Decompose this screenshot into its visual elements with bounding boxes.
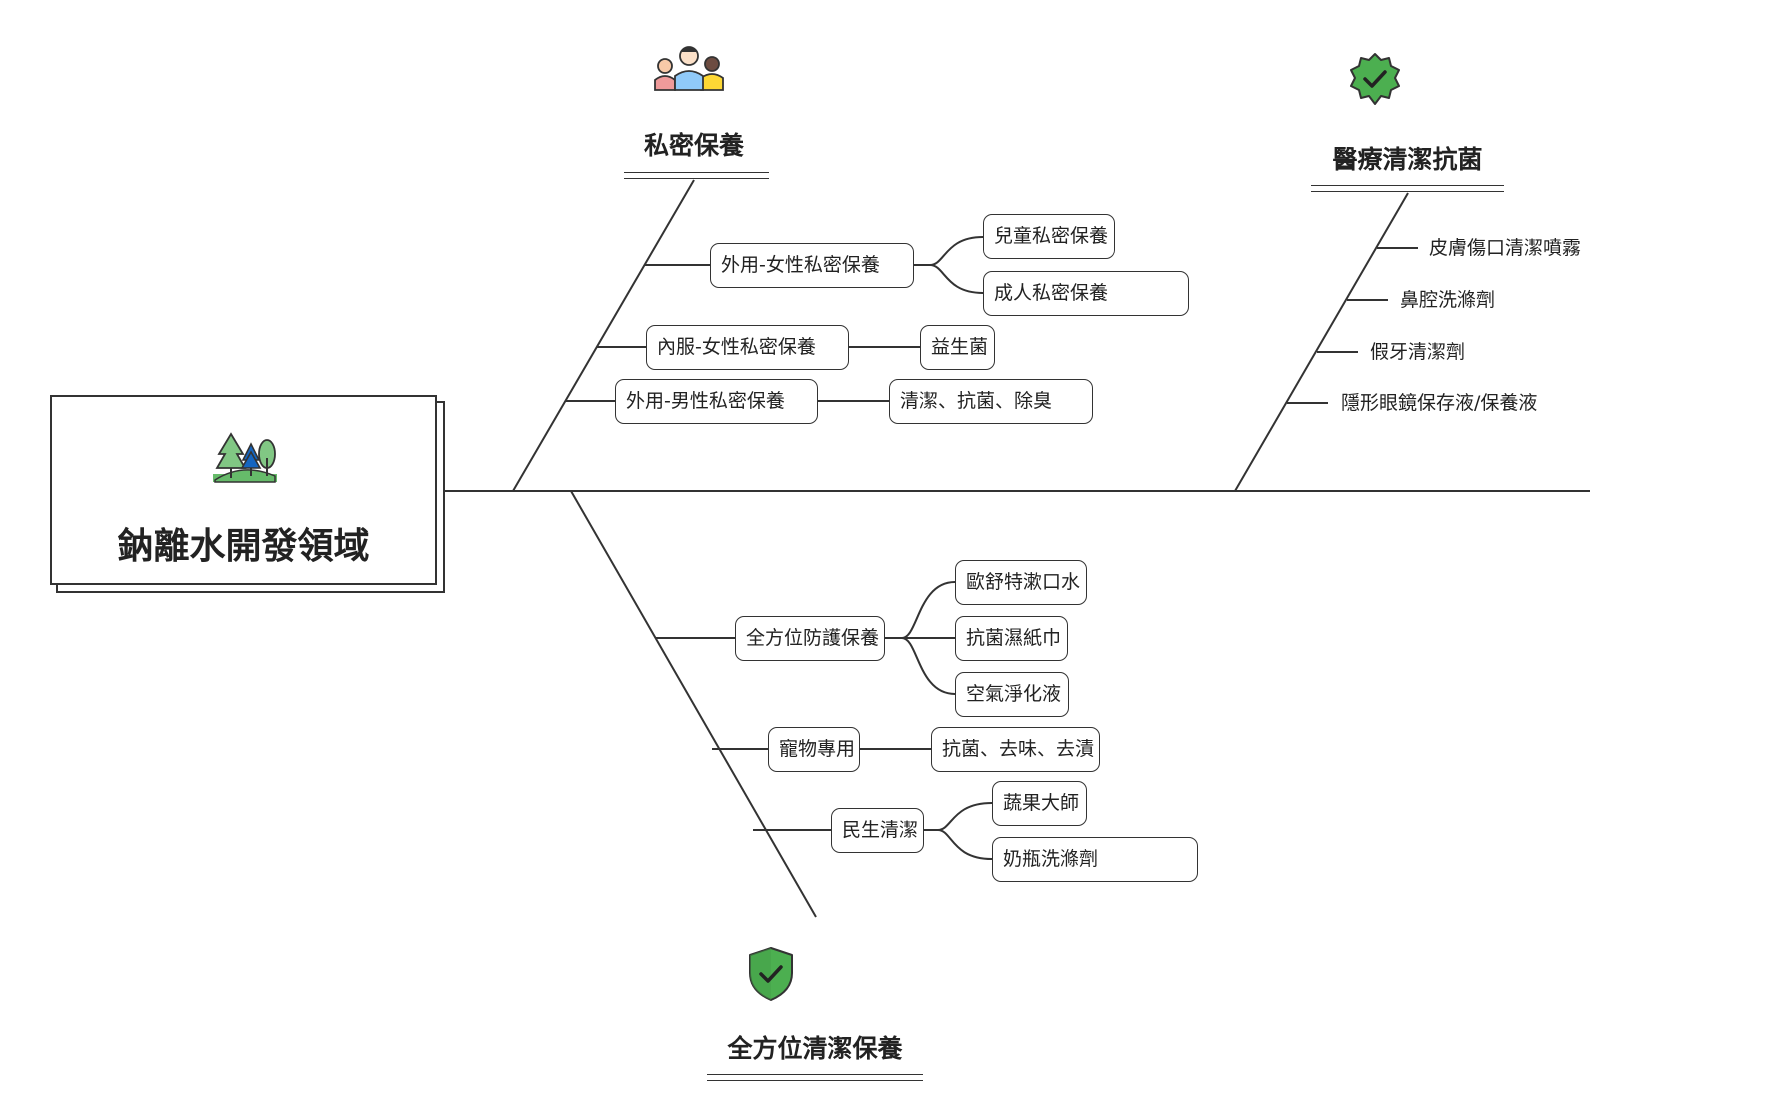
medical-item: 皮膚傷口清潔噴霧 (1429, 237, 1582, 259)
medical-item: 鼻腔洗滌劑 (1400, 289, 1496, 311)
medical-title: 醫療清潔抗菌 (1332, 145, 1483, 174)
all-round-title: 全方位清潔保養 (727, 1034, 903, 1063)
leaf-node: 奶瓶洗滌劑 (992, 837, 1198, 882)
all-round-underline (707, 1074, 923, 1081)
private-care-diagonal (512, 179, 695, 492)
group-node: 外用-男性私密保養 (615, 379, 818, 424)
leaf-node: 蔬果大師 (992, 781, 1087, 826)
trees-icon (213, 432, 277, 483)
leaf-node: 兒童私密保養 (983, 214, 1115, 259)
group-node: 民生清潔 (831, 808, 924, 853)
group-node: 內服-女性私密保養 (646, 325, 849, 370)
shield-check-icon (749, 947, 793, 1001)
medical-item: 假牙清潔劑 (1370, 341, 1466, 363)
leaf-node: 清潔、抗菌、除臭 (889, 379, 1093, 424)
leaf-node: 抗菌、去味、去漬 (931, 727, 1100, 772)
medical-diagonal (1234, 192, 1409, 492)
leaf-node: 抗菌濕紙巾 (955, 616, 1068, 661)
leaf-node: 空氣淨化液 (955, 672, 1069, 717)
medical-item: 隱形眼鏡保存液/保養液 (1341, 392, 1538, 414)
all-round-diagonal (570, 490, 817, 918)
leaf-node: 益生菌 (920, 325, 995, 370)
private-care-underline (624, 172, 769, 179)
leaf-node: 成人私密保養 (983, 271, 1189, 316)
verified-badge-icon (1350, 53, 1400, 105)
medical-underline (1311, 185, 1504, 192)
private-care-title: 私密保養 (643, 131, 744, 160)
people-group-icon (654, 46, 724, 91)
group-node: 外用-女性私密保養 (710, 243, 914, 288)
group-node: 全方位防護保養 (735, 616, 885, 661)
root-node: 鈉離水開發領域 (50, 395, 437, 585)
group-node: 寵物專用 (768, 727, 860, 772)
leaf-node: 歐舒特漱口水 (955, 560, 1087, 605)
root-title: 鈉離水開發領域 (117, 526, 370, 567)
